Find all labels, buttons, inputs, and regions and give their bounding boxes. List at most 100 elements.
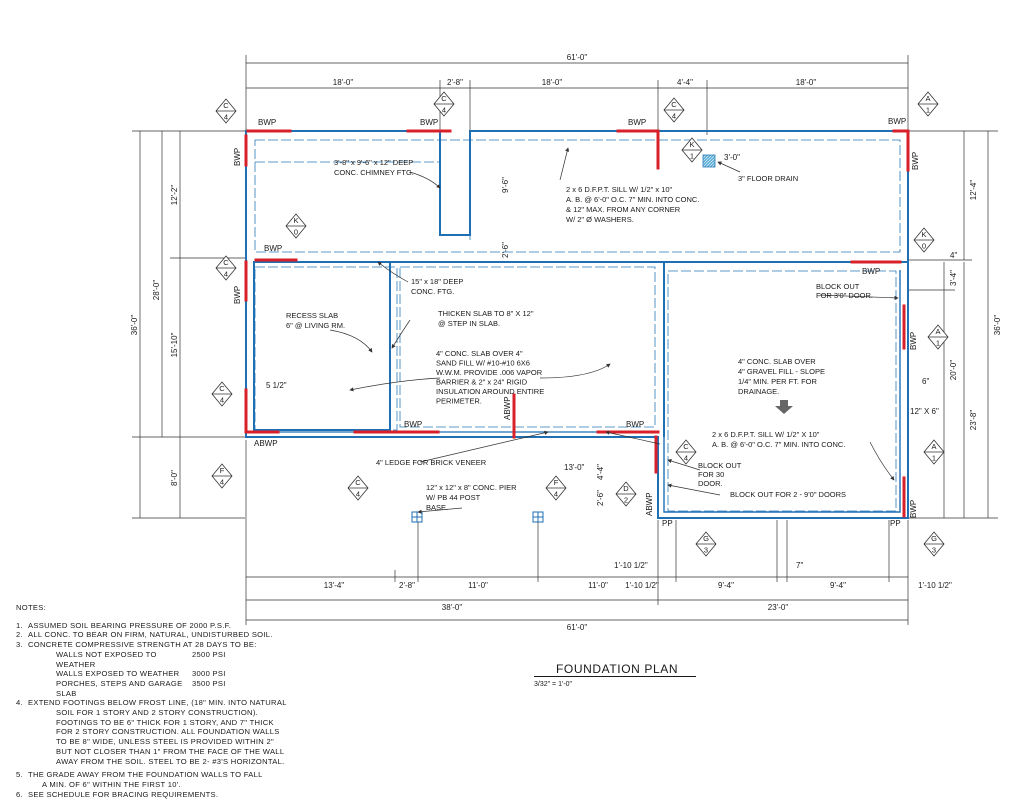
section-marker: C4 <box>215 98 237 124</box>
tag-pp: PP <box>662 519 673 528</box>
note-4-line: BUT NOT CLOSER THAN 1" FROM THE FACE OF … <box>56 746 285 756</box>
dim-9-6: 9'-6" <box>501 177 510 193</box>
sill-note-top: 2 x 6 D.F.P.T. SILL W/ 1/2" x 10"A. B. @… <box>566 185 699 224</box>
tag-bwp: BWP <box>233 148 242 166</box>
note-4-line: AWAY FROM THE SOIL. STEEL TO BE 2- #3'S … <box>56 756 285 766</box>
dim-12x6: 12" X 6" <box>910 407 939 416</box>
note-4-line: SOIL FOR 1 STORY AND 2 STORY CONSTRUCTIO… <box>56 708 259 718</box>
dim-right-3: 3'-4" <box>949 270 958 286</box>
svg-text:C: C <box>441 94 447 103</box>
dimension-lines <box>132 55 998 625</box>
dim-bot-1: 13'-4" <box>324 581 345 590</box>
note-6: 6.SEE SCHEDULE FOR BRACING REQUIREMENTS. <box>16 789 219 799</box>
dim-5half: 5 1/2" <box>266 381 287 390</box>
drawing-scale: 3/32" = 1'-0" <box>534 681 573 688</box>
floor-drain-note: 3" FLOOR DRAIN <box>738 174 798 183</box>
svg-text:C: C <box>671 100 677 109</box>
dim-bot-overall: 61'-0" <box>567 623 588 632</box>
dim-4-4: 4'-4" <box>596 464 605 480</box>
section-marker: F4 <box>545 475 567 501</box>
dim-left-overall: 36'-0" <box>130 315 139 336</box>
dim-bot-5: 1'-10 1/2" <box>625 581 659 590</box>
svg-text:0: 0 <box>922 242 926 251</box>
svg-text:4: 4 <box>672 112 676 121</box>
wall-tags: BWP BWP BWP BWP BWP BWP BWP BWP BWP BWP … <box>233 117 920 528</box>
tag-bwp: BWP <box>420 118 438 127</box>
note-3: 3.CONCRETE COMPRESSIVE STRENGTH AT 28 DA… <box>16 640 257 650</box>
svg-text:0: 0 <box>294 228 298 237</box>
svg-text:K: K <box>689 140 694 149</box>
tag-bwp: BWP <box>862 267 880 276</box>
svg-text:D: D <box>623 484 629 493</box>
svg-text:G: G <box>931 534 937 543</box>
svg-text:4: 4 <box>554 490 558 499</box>
svg-text:A: A <box>935 327 940 336</box>
dim-top-3: 18'-0" <box>542 78 563 87</box>
section-markers: C4 C4 C4 A1 K1 K0 C4 K0 A1 C4 F4 C4 F4 C… <box>211 91 949 557</box>
svg-text:C: C <box>223 101 229 110</box>
dim-13-0: 13'-0" <box>564 463 585 472</box>
svg-text:4: 4 <box>442 106 446 115</box>
svg-text:3: 3 <box>932 546 936 555</box>
section-marker: A1 <box>927 324 949 350</box>
notes-heading: NOTES: <box>16 603 47 612</box>
main-slab-note: 4" CONC. SLAB OVER 4"SAND FILL W/ #10-#1… <box>436 349 544 406</box>
dim-left-8: 8'-0" <box>170 470 179 486</box>
svg-text:4: 4 <box>684 454 688 463</box>
svg-text:K: K <box>921 230 926 239</box>
tag-bwp: BWP <box>264 244 282 253</box>
dim-3-0: 3'-0" <box>724 153 740 162</box>
note-4: 4.EXTEND FOOTINGS BELOW FROST LINE, (18"… <box>16 698 287 708</box>
svg-text:1: 1 <box>926 106 930 115</box>
dimension-labels: 61'-0" 18'-0" 2'-8" 18'-0" 4'-4" 18'-0" … <box>130 53 1002 632</box>
dim-7: 7" <box>796 561 803 570</box>
slope-arrow-icon <box>775 400 793 414</box>
svg-text:4: 4 <box>356 490 360 499</box>
brick-ledge-note: 4" LEDGE FOR BRICK VENEER <box>376 458 487 467</box>
dim-bot-4: 11'-0" <box>588 581 608 590</box>
svg-text:1: 1 <box>690 152 694 161</box>
tag-bwp: BWP <box>626 420 644 429</box>
dim-top-1: 18'-0" <box>333 78 354 87</box>
svg-text:4: 4 <box>220 396 224 405</box>
tag-bwp: BWP <box>909 332 918 350</box>
dim-left-28: 28'-0" <box>152 280 161 301</box>
note-5: 5.THE GRADE AWAY FROM THE FOUNDATION WAL… <box>16 770 263 780</box>
section-marker: A1 <box>917 91 939 117</box>
dim-bot-6: 9'-4" <box>718 581 734 590</box>
section-marker: G3 <box>923 531 945 557</box>
svg-text:1: 1 <box>936 339 940 348</box>
dim-right-20: 20'-0" <box>949 360 958 381</box>
dim-left-15: 15'-10" <box>170 332 179 357</box>
tag-abwp: ABWP <box>503 396 512 420</box>
dim-bot-3: 11'-0" <box>468 581 488 590</box>
section-marker: G3 <box>695 531 717 557</box>
tag-bwp: BWP <box>628 118 646 127</box>
tag-bwp: BWP <box>888 117 906 126</box>
block-out-2-9-note: BLOCK OUT FOR 2 - 9'0" DOORS <box>730 490 846 499</box>
tag-bwp: BWP <box>404 420 422 429</box>
note-5-line: A MIN. OF 6" WITHIN THE FIRST 10'. <box>42 779 181 789</box>
concrete-piers <box>411 511 544 523</box>
tag-bwp: BWP <box>911 152 920 170</box>
dim-bot-right: 23'-0" <box>768 603 789 612</box>
dim-right-4: 4" <box>950 251 957 260</box>
svg-text:4: 4 <box>224 270 228 279</box>
dim-right-23: 23'-8" <box>969 410 978 431</box>
dim-6: 6" <box>922 377 929 386</box>
section-marker: K0 <box>285 213 307 239</box>
svg-text:G: G <box>703 534 709 543</box>
svg-text:C: C <box>223 258 229 267</box>
section-marker: D2 <box>615 481 637 507</box>
dim-1-10-half: 1'-10 1/2" <box>614 561 648 570</box>
dim-right-overall: 36'-0" <box>993 315 1002 336</box>
section-marker: K0 <box>913 227 935 253</box>
general-notes: NOTES: 1.ASSUMED SOIL BEARING PRESSURE O… <box>16 603 316 799</box>
